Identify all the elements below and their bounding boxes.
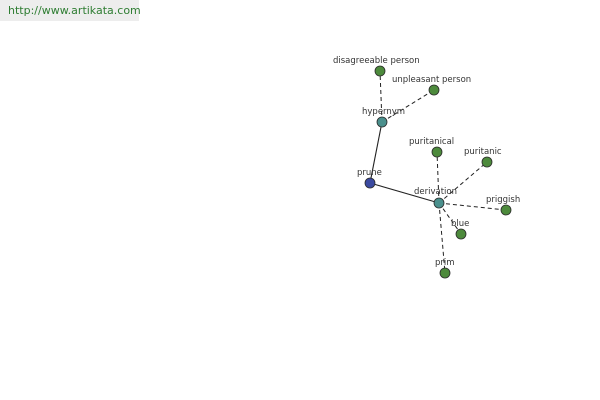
node-label-prune: prune — [357, 168, 382, 178]
graph-labels: prune hypernym derivation disagreeable pers… — [333, 56, 520, 268]
node-label-puritanical: puritanical — [409, 137, 454, 147]
node-blue[interactable] — [455, 228, 467, 240]
node-puritanic[interactable] — [481, 156, 493, 168]
node-hypernym[interactable] — [376, 116, 388, 128]
node-label-derivation: derivation — [414, 187, 457, 197]
edge-hypernym-to-disagreeable-person — [379, 70, 383, 123]
node-label-prim: prim — [435, 258, 455, 268]
node-label-disagreeable-person: disagreeable person — [333, 56, 420, 66]
graph-nodes — [364, 65, 512, 279]
edge-prune-to-hypernym — [369, 121, 383, 184]
edge-derivation-to-puritanic — [438, 161, 488, 204]
edge-derivation-to-puritanical — [436, 151, 440, 204]
edge-derivation-to-priggish — [438, 202, 507, 211]
graph-edges — [369, 70, 507, 274]
node-puritanical[interactable] — [431, 146, 443, 158]
edge-derivation-to-prim — [438, 202, 446, 274]
node-label-blue: blue — [451, 219, 469, 229]
node-label-hypernym: hypernym — [362, 107, 405, 117]
edge-prune-to-derivation — [369, 182, 440, 204]
node-label-unpleasant-person: unpleasant person — [392, 75, 471, 85]
node-priggish[interactable] — [500, 204, 512, 216]
node-label-priggish: priggish — [486, 195, 520, 205]
node-unpleasant-person[interactable] — [428, 84, 440, 96]
node-prune[interactable] — [364, 177, 376, 189]
node-prim[interactable] — [439, 267, 451, 279]
edge-derivation-to-blue — [438, 202, 462, 235]
edge-hypernym-to-unpleasant-person — [381, 89, 435, 123]
node-derivation[interactable] — [433, 197, 445, 209]
site-url-link[interactable]: http://www.artikata.com — [0, 0, 141, 21]
node-label-puritanic: puritanic — [464, 147, 502, 157]
node-disagreeable-person[interactable] — [374, 65, 386, 77]
